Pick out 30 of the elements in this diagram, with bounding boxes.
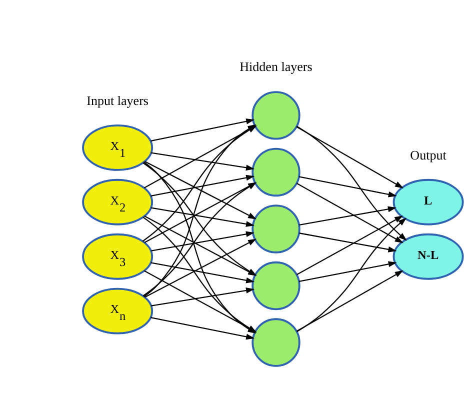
arrow	[296, 216, 404, 276]
arrow	[150, 174, 255, 196]
arrow	[150, 317, 255, 340]
arrow	[298, 261, 397, 282]
arrow	[151, 231, 254, 252]
arrow	[144, 270, 257, 332]
arrow	[296, 270, 404, 332]
arrow	[151, 288, 254, 306]
node-circle	[252, 91, 300, 140]
label: Input layers	[86, 92, 149, 108]
arrow	[299, 206, 396, 226]
arrow	[151, 152, 254, 171]
arrow	[296, 218, 407, 332]
node-circle	[252, 261, 300, 310]
arrow	[142, 216, 257, 332]
arrow	[151, 207, 254, 227]
arrow	[296, 126, 404, 188]
node-circle	[252, 318, 300, 367]
node-circle	[252, 148, 300, 197]
arrow	[299, 232, 397, 252]
arrow	[150, 262, 255, 284]
arrow	[296, 126, 407, 241]
arrow	[144, 238, 257, 298]
arrow	[144, 216, 257, 276]
label: Output	[410, 147, 446, 162]
node-circle	[252, 204, 300, 254]
arrow	[298, 176, 397, 198]
arrow	[150, 118, 255, 142]
arrow	[296, 182, 404, 244]
label: Hidden layers	[240, 59, 312, 74]
